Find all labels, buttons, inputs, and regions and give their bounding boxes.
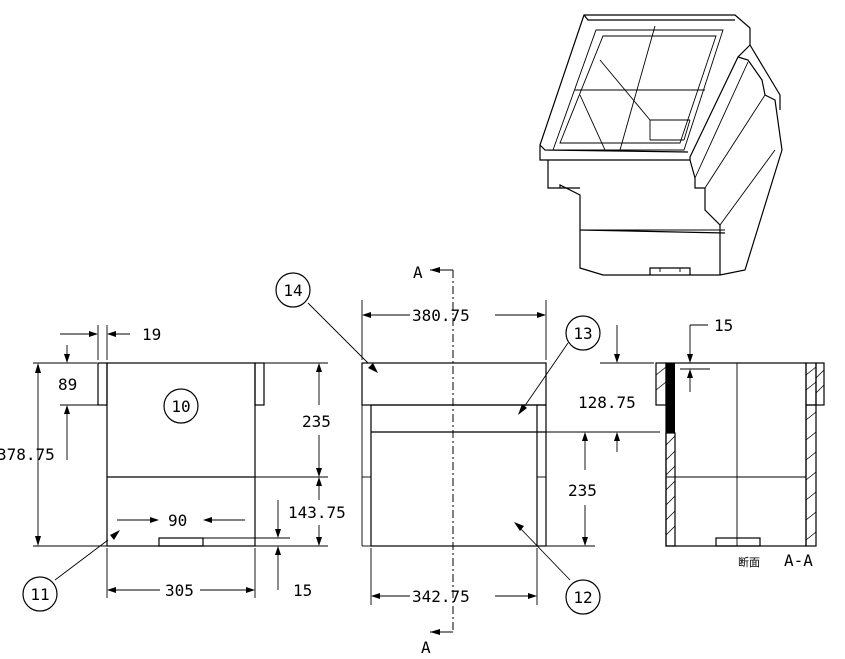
- dim-step-height: 128.75: [578, 393, 636, 412]
- dim-base-width: 305: [165, 581, 194, 600]
- dim-wall-thickness: 19: [142, 325, 161, 344]
- balloon-13-label: 13: [573, 324, 592, 343]
- balloon-11: [22, 576, 58, 612]
- dim-top-width: 380.75: [412, 306, 470, 325]
- dim-section-offset: 15: [714, 316, 733, 335]
- balloon-14-label: 14: [283, 281, 302, 300]
- dimension-labels: 19 89 378.75 235 143.75 90 305 15 380.75…: [0, 306, 733, 606]
- dim-base-offset: 15: [293, 581, 312, 600]
- balloons: 10 11 12 13 14: [22, 272, 601, 615]
- balloon-14: [275, 272, 311, 308]
- section-mark-bottom: A: [421, 638, 431, 657]
- dim-lower-height: 143.75: [288, 503, 346, 522]
- section-label-jp: 断面: [738, 555, 760, 569]
- balloon-11-label: 11: [30, 585, 49, 604]
- isometric-view: [539, 14, 783, 276]
- section-label: A-A: [784, 551, 813, 570]
- balloon-12: [565, 579, 601, 615]
- section-mark-top: A: [413, 263, 423, 282]
- dim-overall-height: 378.75: [0, 445, 55, 464]
- section-markers: A A 断面 A-A: [413, 263, 813, 657]
- balloon-10-label: 10: [171, 397, 190, 416]
- section-view: [600, 324, 825, 547]
- balloon-13: [565, 315, 601, 351]
- balloon-12-label: 12: [573, 588, 592, 607]
- dim-upper-height: 235: [302, 412, 331, 431]
- front-view: [307, 267, 600, 635]
- left-view: [33, 325, 328, 598]
- dim-slot-width: 90: [168, 511, 187, 530]
- dim-top-band: 89: [58, 375, 77, 394]
- dim-bottom-width: 342.75: [412, 587, 470, 606]
- dim-front-height: 235: [568, 481, 597, 500]
- balloon-10: [163, 388, 199, 424]
